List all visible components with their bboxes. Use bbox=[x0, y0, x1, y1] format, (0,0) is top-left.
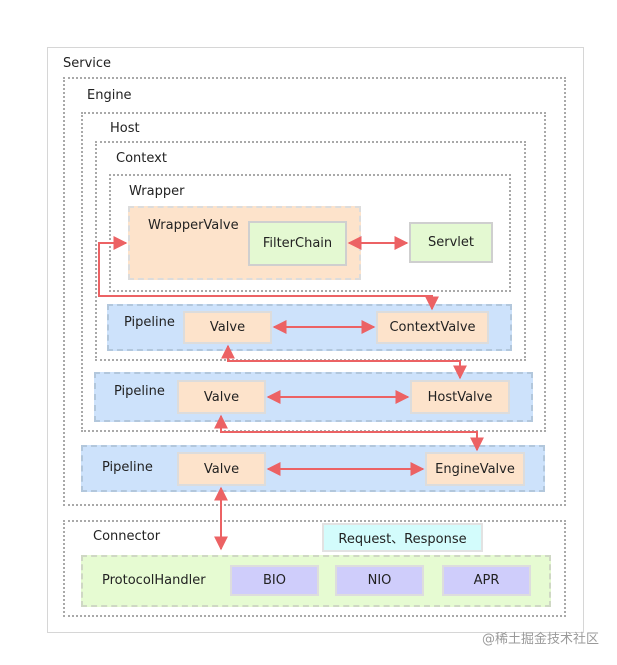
protocol-handler-label: ProtocolHandler bbox=[102, 573, 206, 588]
wrapper-valve-label: WrapperValve bbox=[148, 218, 239, 233]
nio-box: NIO bbox=[335, 565, 424, 596]
connector-container bbox=[63, 520, 566, 617]
context-valve-box: Valve bbox=[183, 311, 272, 344]
host-valve-box: Valve bbox=[177, 380, 266, 414]
bio-box: BIO bbox=[230, 565, 319, 596]
wrapper-label: Wrapper bbox=[129, 184, 185, 199]
host-label: Host bbox=[110, 121, 140, 136]
context-label: Context bbox=[116, 151, 167, 166]
connector-label: Connector bbox=[93, 529, 161, 544]
engine-pipeline-label: Pipeline bbox=[102, 460, 153, 475]
request-response-box: Request、Response bbox=[322, 523, 483, 552]
host-pipeline-label: Pipeline bbox=[114, 384, 165, 399]
service-container bbox=[63, 77, 566, 506]
host-to-engine-arrow bbox=[214, 414, 484, 452]
engine-basic-valve-box: EngineValve bbox=[425, 452, 525, 486]
apr-box: APR bbox=[442, 565, 531, 596]
context-to-host-arrow bbox=[221, 344, 467, 380]
engine-label: Engine bbox=[87, 88, 132, 103]
host-basic-valve-box: HostValve bbox=[410, 380, 510, 414]
context-to-wrapper-arrow bbox=[98, 236, 439, 311]
watermark: @稀土掘金技术社区 bbox=[481, 632, 599, 647]
context-basic-valve-box: ContextValve bbox=[376, 311, 489, 344]
engine-valve-box: Valve bbox=[177, 452, 266, 486]
diagram-frame bbox=[47, 47, 584, 633]
service-label: Service bbox=[63, 56, 112, 71]
context-pipeline-label: Pipeline bbox=[124, 315, 175, 330]
